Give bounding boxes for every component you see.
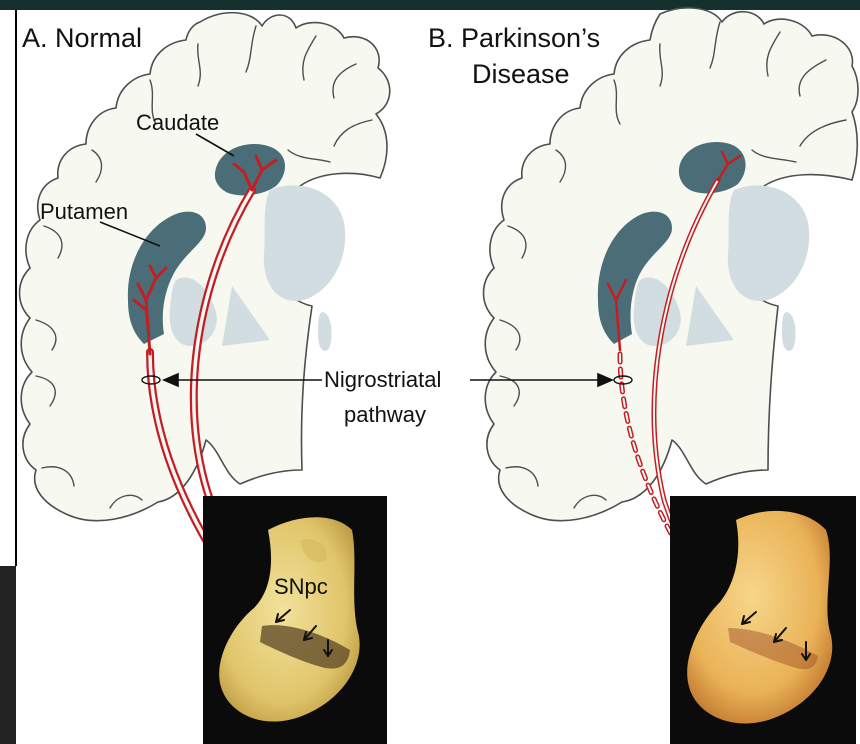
label-snpc: SNpc [274,574,328,599]
title-parkinsons-line2: Disease [472,59,570,89]
label-pathway-line1: Nigrostriatal [324,367,441,392]
panel-parkinsons [484,8,859,744]
label-pathway-line2: pathway [344,402,426,427]
small-structure-normal [318,312,332,351]
left-thin-line [15,10,17,566]
small-structure-parkinsons [782,312,796,351]
ventricle-normal [264,185,345,301]
title-parkinsons-line1: B. Parkinson’s [428,23,600,53]
ventricle-parkinsons [728,185,809,301]
label-caudate: Caudate [136,110,219,135]
label-putamen: Putamen [40,199,128,224]
title-normal: A. Normal [22,23,142,53]
left-dark-strip [0,566,16,744]
top-border [0,0,860,10]
